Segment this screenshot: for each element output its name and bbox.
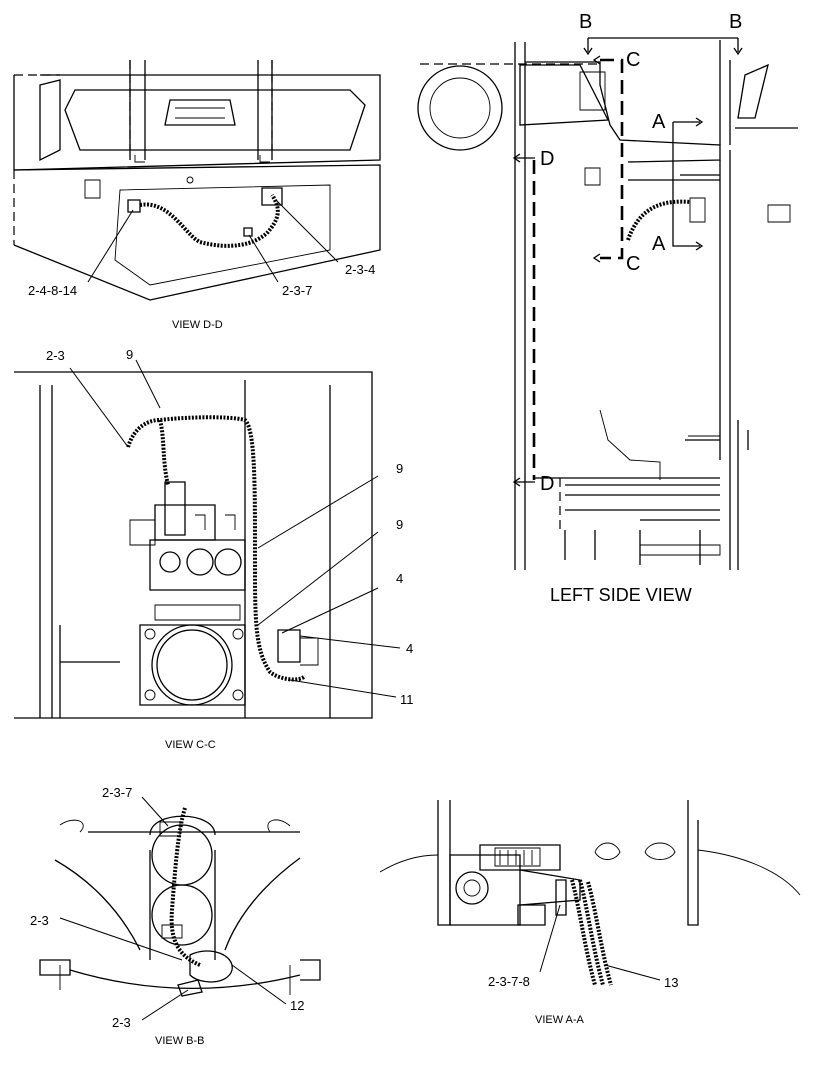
view-d-d: 2-4-8-14 2-3-7 2-3-4 VIEW D-D [13,60,381,331]
view-c-c-caption: VIEW C-C [165,739,216,751]
callout-cc-6: 4 [406,641,413,656]
view-b-b-caption: VIEW B-B [155,1035,205,1047]
left-side-view-caption: LEFT SIDE VIEW [550,585,692,605]
callout-cc-2: 9 [126,347,133,362]
callout-bb-4: 12 [290,998,304,1013]
section-mark-a-top: A [652,111,666,133]
view-a-a: 2-3-7-8 13 VIEW A-A [379,800,801,1026]
view-b-b: 2-3-7 2-3 2-3 12 VIEW B-B [30,785,321,1047]
section-mark-b-left: B [579,11,592,33]
section-mark-a-bottom: A [652,233,666,255]
callout-cc-5: 4 [396,571,403,586]
callout-cc-7: 11 [400,692,414,707]
callout-bb-1: 2-3-7 [102,785,132,800]
callout-aa-2: 13 [664,975,678,990]
section-mark-b-right: B [729,11,742,33]
callout-dd-3: 2-3-4 [345,262,375,277]
callout-cc-4: 9 [396,517,403,532]
callout-dd-2: 2-3-7 [282,283,312,298]
section-mark-d-bottom: D [540,473,554,495]
callout-bb-3: 2-3 [112,1015,131,1030]
view-a-a-caption: VIEW A-A [535,1014,585,1026]
callout-cc-1: 2-3 [46,348,65,363]
section-mark-c-bottom: C [626,253,640,275]
view-d-d-caption: VIEW D-D [172,319,223,331]
section-mark-d-top: D [540,148,554,170]
callout-cc-3: 9 [396,461,403,476]
callout-dd-1: 2-4-8-14 [28,283,77,298]
callout-bb-2: 2-3 [30,913,49,928]
view-c-c: 2-3 9 9 9 4 4 11 VIEW C-C [14,347,414,751]
callout-aa-1: 2-3-7-8 [488,974,530,989]
section-mark-c-top: C [626,49,640,71]
view-left-side: B B C C A A D D [417,11,798,605]
